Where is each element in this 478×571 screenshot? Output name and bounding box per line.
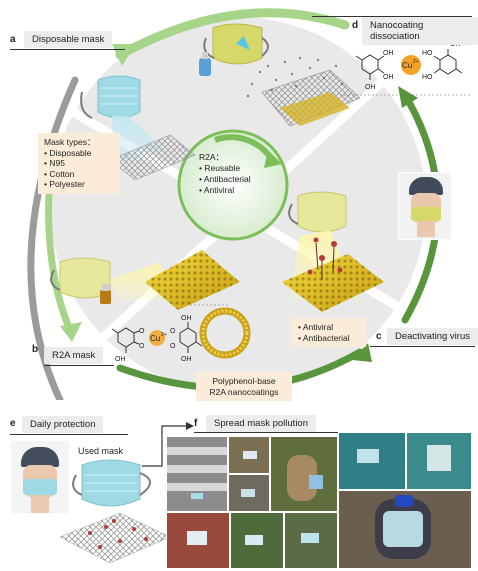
chem-o-4: O: [170, 343, 176, 350]
blue-mask-worn: [23, 479, 57, 495]
photo-monkey-mask: [270, 436, 338, 512]
panel-a-label: Disposable mask: [24, 31, 113, 48]
yellow-mask-top: [203, 23, 269, 65]
photo-underwater-mask-2: [406, 432, 472, 490]
polyphenol-caption-line2: R2A nanocoatings: [209, 386, 279, 397]
panel-c-label: Deactivating virus: [387, 328, 478, 345]
cu-polyphenol-complex: [111, 322, 203, 353]
fiber-mesh: [109, 134, 196, 181]
panel-d-label: Nanocoating dissociation: [362, 17, 478, 45]
floating-mask: [427, 445, 451, 471]
virus-particles: [307, 237, 343, 275]
blue-mask-top: [395, 495, 413, 507]
mask-type-item: • Disposable: [44, 147, 92, 158]
discarded-mask: [301, 533, 319, 543]
antiviral-item: • Antiviral: [298, 322, 334, 332]
panel-f-letter: f: [194, 418, 198, 429]
coating-vial-icon: [100, 284, 111, 304]
mask-type-item: • N95: [44, 158, 65, 168]
chem-cu-d: Cu: [402, 61, 412, 70]
discarded-mask: [191, 493, 203, 499]
chem-oh-1: OH: [115, 356, 126, 363]
chem-cu: Cu: [150, 334, 160, 343]
panel-b-letter: b: [32, 344, 39, 355]
panel-d-underline: [312, 16, 472, 17]
dissociated-polyphenols: [355, 49, 463, 80]
chem-o-1: O: [139, 328, 145, 335]
r2a-item: • Antibacterial: [199, 174, 251, 184]
cycle-diagram: O O O O Cu 2+ OH OH OH Cu 2+ OH OH OH HO…: [27, 8, 470, 400]
panel-f-underline: [194, 432, 359, 433]
photo-mask-ground-2: [228, 474, 270, 512]
panel-c-underline: [370, 346, 475, 347]
mask-type-item: • Cotton: [44, 168, 75, 179]
top-cycle-arrow: [115, 8, 350, 60]
r2a-title: R2A：: [199, 152, 225, 162]
panel-d-letter: d: [352, 20, 359, 31]
panel-f-label: Spread mask pollution: [206, 415, 316, 432]
photo-crosswalk-mask: [166, 436, 228, 512]
floating-mask: [357, 449, 379, 463]
mask-type-item: • Polyester: [44, 179, 85, 189]
yellow-mask-worn: [411, 207, 441, 221]
antiviral-item: • Antibacterial: [298, 332, 350, 343]
mask-types-title: Mask types：: [44, 137, 96, 147]
mannequin-photo-bottom: [10, 440, 70, 514]
r2a-item: • Reusable: [199, 163, 241, 173]
connector-arrow: [142, 422, 194, 467]
panel-a-letter: a: [10, 34, 16, 45]
chem-oh-d1: OH: [383, 50, 394, 57]
panel-e-label: Daily protection: [22, 416, 104, 433]
panel-b-underline: [44, 365, 114, 366]
chem-ho-d1: HO: [422, 50, 433, 57]
used-mask-label: Used mask: [78, 446, 124, 456]
used-mask-illustration: [60, 459, 171, 564]
photo-underwater-mask-1: [338, 432, 406, 490]
r2a-features: R2A： • Reusable • Antibacterial • Antivi…: [199, 152, 251, 196]
antiviral-box: • Antiviral • Antibacterial: [292, 318, 366, 347]
beanie-hat: [409, 177, 443, 195]
photo-mask-grass: [230, 512, 284, 569]
blue-mask-illustration: [80, 75, 141, 119]
chem-ho-d2: HO: [422, 74, 433, 81]
discarded-mask: [245, 535, 263, 545]
mannequin-photo-top: [398, 172, 452, 240]
chem-cu-charge-d: 2+: [413, 59, 419, 65]
spray-bottle-icon: [199, 52, 211, 76]
panel-b-label: R2A mask: [44, 347, 104, 364]
discarded-mask: [309, 475, 323, 489]
discarded-mask: [241, 489, 255, 497]
chem-oh-2: OH: [181, 315, 192, 322]
yellow-mask-right: [288, 191, 347, 233]
polyphenol-caption: Polyphenol-base R2A nanocoatings: [196, 372, 292, 401]
panel-c-letter: c: [376, 331, 382, 342]
mask-types-box: Mask types： • Disposable • N95 • Cotton …: [38, 133, 120, 194]
chem-oh-3: OH: [181, 356, 192, 363]
contaminant-particles: [88, 519, 148, 549]
chem-o-3: O: [170, 328, 176, 335]
chem-o-2: O: [139, 343, 145, 350]
r2a-center-circle: [177, 129, 289, 241]
photo-collected-masks: [338, 490, 472, 569]
photo-mask-soil: [284, 512, 338, 569]
chem-oh-d3: OH: [365, 84, 376, 91]
panel-a-underline: [10, 49, 125, 50]
chem-cu-charge: 2+: [161, 332, 167, 338]
chem-oh-d2: OH: [383, 74, 394, 81]
panel-e-underline: [10, 434, 128, 435]
polyphenol-caption-line1: Polyphenol-base: [212, 376, 276, 386]
masks-bundle: [383, 511, 423, 547]
photo-mask-tiles: [166, 512, 230, 569]
discarded-mask: [187, 531, 207, 545]
beanie-hat: [21, 447, 59, 467]
discarded-mask: [243, 451, 257, 459]
photo-mask-ground-1: [228, 436, 270, 474]
panel-e-letter: e: [10, 418, 16, 429]
r2a-item: • Antiviral: [199, 185, 235, 195]
